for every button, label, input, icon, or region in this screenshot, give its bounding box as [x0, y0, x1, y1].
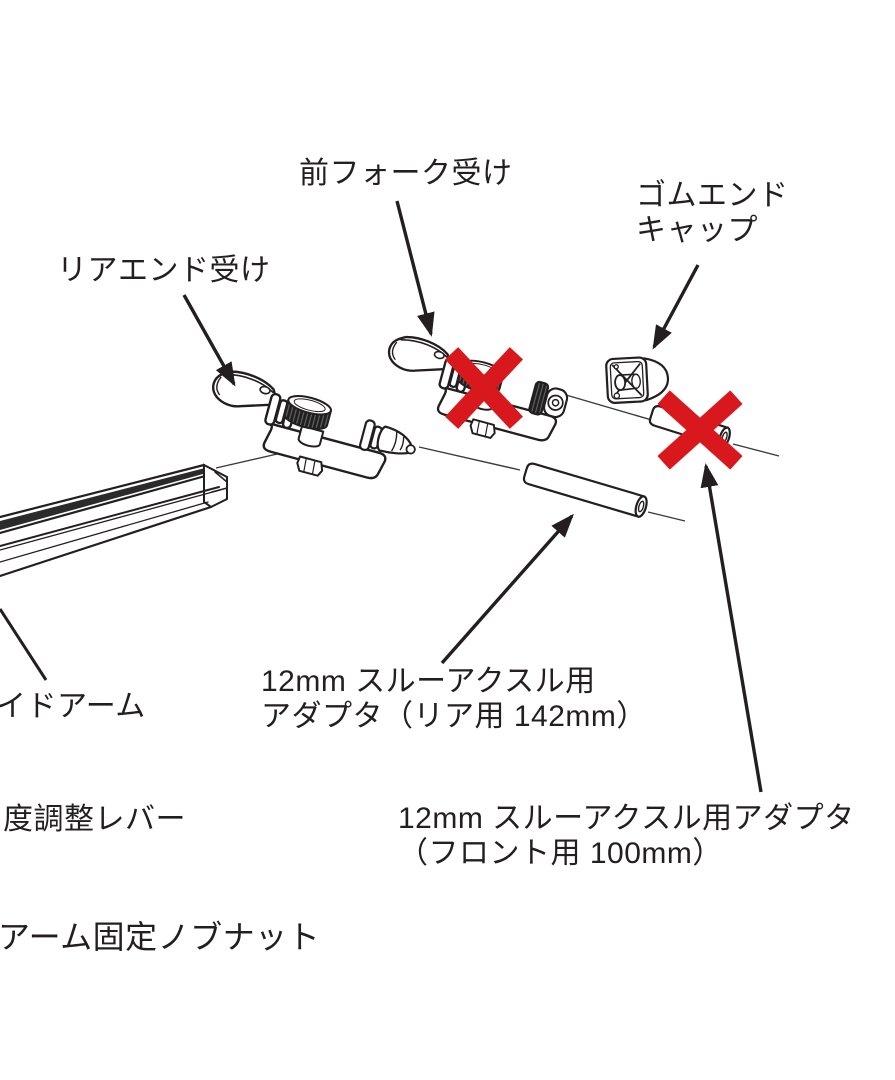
label-arm-fixing-knob-nut: アーム固定ノブナット — [0, 919, 321, 955]
label-thru-axle-adapter-rear-line1: 12mm スルーアクスル用 — [261, 665, 596, 698]
part-front-fork-clamp — [372, 330, 569, 455]
label-thru-axle-adapter-front-line1: 12mm スルーアクスル用アダプタ — [398, 802, 855, 835]
part-rear-adapter-rod — [522, 462, 648, 518]
leader-side-arm — [0, 608, 48, 681]
label-side-arm: イドアーム — [0, 690, 146, 723]
label-thru-axle-adapter-rear: 12mm スルーアクスル用 アダプタ（リア用 142mm） — [261, 664, 647, 734]
part-side-arm-rail — [0, 463, 228, 578]
arrow-rear-adapter — [440, 513, 574, 665]
label-rubber-end-cap-line2: キャップ — [636, 214, 758, 247]
label-thru-axle-adapter-front: 12mm スルーアクスル用アダプタ （フロント用 100mm） — [398, 801, 855, 871]
arrow-rear-end-mount — [182, 294, 236, 387]
label-angle-adjust-lever: 度調整レバー — [3, 803, 186, 836]
prohibition-x-icon — [445, 347, 523, 429]
label-rear-end-mount: リアエンド受け — [57, 254, 271, 287]
label-thru-axle-adapter-rear-line2: アダプタ（リア用 142mm） — [261, 700, 647, 733]
label-thru-axle-adapter-front-line2: （フロント用 100mm） — [398, 837, 723, 870]
prohibition-x-icon — [657, 390, 743, 470]
label-front-fork-mount: 前フォーク受け — [299, 157, 513, 190]
label-arrows — [0, 200, 763, 793]
label-rubber-end-cap-line1: ゴムエンド — [636, 179, 789, 212]
part-rubber-end-cap — [605, 356, 670, 404]
part-rear-end-clamp — [196, 365, 416, 493]
arrow-front-adapter — [700, 463, 763, 793]
arrow-rubber-end-cap — [652, 264, 700, 350]
label-rubber-end-cap: ゴムエンド キャップ — [636, 178, 789, 248]
arrow-front-fork-mount — [395, 200, 435, 337]
